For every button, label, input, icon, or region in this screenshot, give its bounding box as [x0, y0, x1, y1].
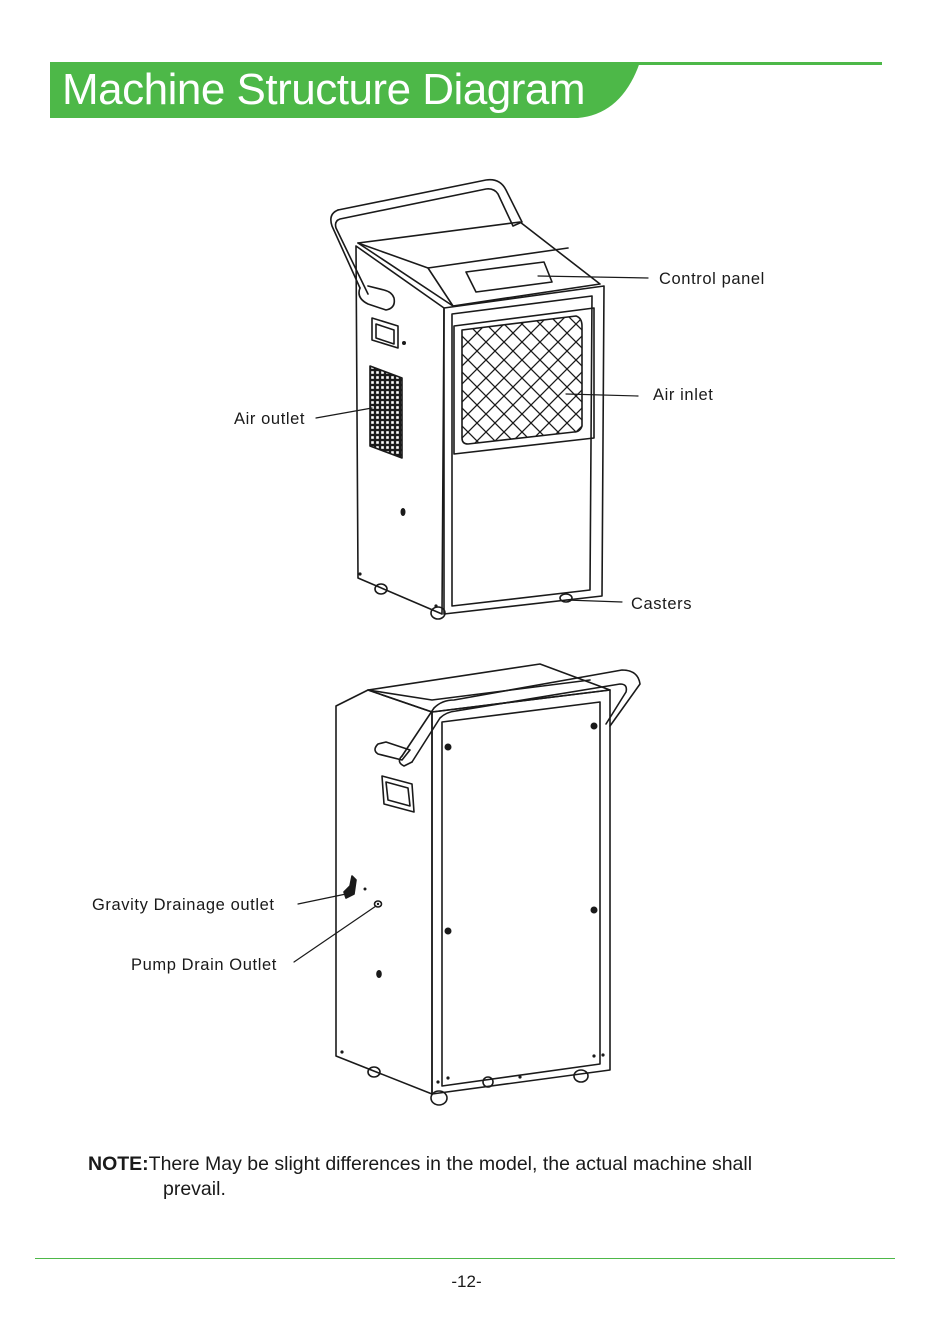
gravity-drain-fitting [344, 876, 367, 898]
label-air-outlet: Air outlet [234, 409, 305, 429]
leader-pump-drain [294, 906, 376, 962]
rear-view [294, 664, 640, 1105]
label-air-inlet: Air inlet [653, 385, 713, 405]
leader-gravity-drainage [298, 894, 346, 904]
label-gravity-drainage-outlet: Gravity Drainage outlet [92, 895, 275, 915]
label-control-panel: Control panel [659, 269, 765, 289]
label-casters: Casters [631, 594, 692, 614]
air-inlet-grille [462, 316, 582, 444]
leader-air-outlet [316, 408, 372, 418]
rear-back-panel [432, 690, 610, 1094]
front-top-face [358, 222, 600, 306]
leader-casters [566, 600, 622, 602]
front-view [316, 180, 648, 619]
page-number: -12- [0, 1272, 933, 1292]
note-text-line2: prevail. [88, 1177, 868, 1202]
control-panel-shape [466, 262, 552, 292]
footer-rule [35, 1258, 895, 1259]
label-pump-drain-outlet: Pump Drain Outlet [131, 955, 277, 975]
note: NOTE:There May be slight differences in … [88, 1152, 868, 1202]
air-outlet-vent [370, 366, 402, 458]
note-label: NOTE: [88, 1153, 149, 1175]
note-text-line1: There May be slight differences in the m… [149, 1153, 752, 1175]
